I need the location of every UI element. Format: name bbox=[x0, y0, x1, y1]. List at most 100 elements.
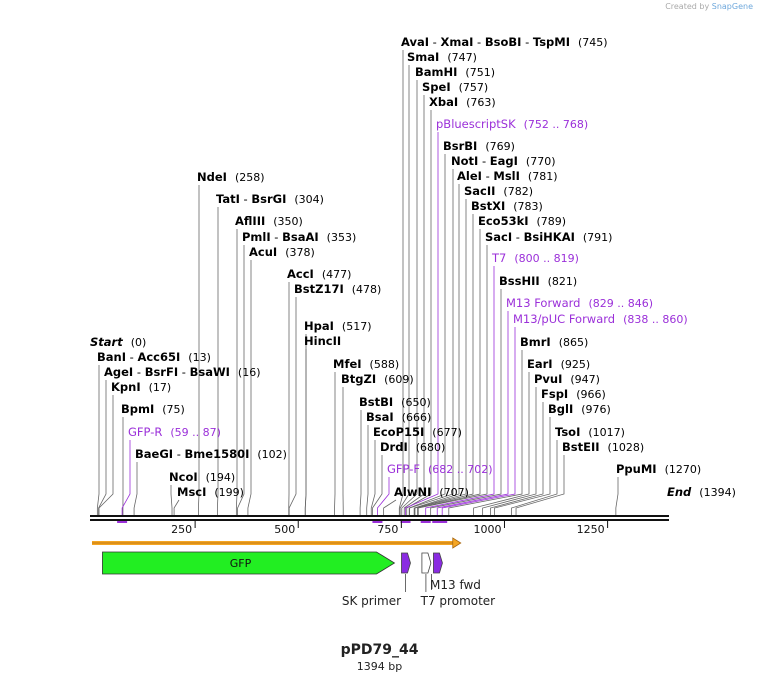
label-name: PvuI bbox=[534, 372, 562, 386]
label-name: TspMI bbox=[533, 35, 570, 49]
sk-primer-feature bbox=[401, 552, 411, 574]
leader-line bbox=[198, 185, 200, 516]
site-label-bsrbi: BsrBI(769) bbox=[443, 139, 515, 153]
label-name: BsoBI bbox=[485, 35, 522, 49]
leader-line bbox=[436, 311, 509, 516]
leader-line bbox=[482, 387, 537, 516]
label-name: HpaI bbox=[304, 319, 334, 333]
site-label-bstbi: BstBI(650) bbox=[359, 395, 431, 409]
t7-promoter-feature bbox=[421, 552, 432, 574]
site-labels: AvaI - XmaI - BsoBI - TspMI(745)SmaI(747… bbox=[90, 35, 736, 499]
label-separator: - bbox=[271, 230, 282, 244]
site-label-ncoi: NcoI(194) bbox=[169, 470, 235, 484]
label-name: AcuI bbox=[249, 245, 277, 259]
leader-line bbox=[216, 207, 219, 516]
site-label-gfp-r: GFP-R (59 .. 87) bbox=[128, 425, 221, 439]
sk-primer-label: SK primer bbox=[342, 594, 401, 608]
leader-line bbox=[173, 499, 180, 516]
leader-line bbox=[366, 425, 369, 516]
label-name: BaeGI bbox=[135, 447, 173, 461]
label-position: (745) bbox=[578, 36, 608, 49]
gfp-feature-arrow bbox=[102, 551, 396, 575]
label-name: BsaAI bbox=[282, 230, 319, 244]
label-name: XbaI bbox=[429, 95, 458, 109]
leader-line bbox=[448, 350, 523, 516]
leader-line bbox=[515, 455, 565, 516]
label-separator: - bbox=[521, 35, 532, 49]
label-name: BmrI bbox=[520, 335, 551, 349]
site-label-m13-puc-forward: M13/pUC Forward (838 .. 860) bbox=[513, 312, 688, 326]
label-position: (75) bbox=[162, 403, 185, 416]
label-name: Eco53kI bbox=[478, 214, 529, 228]
label-name: EcoP15I bbox=[373, 425, 424, 439]
leader-line bbox=[441, 327, 516, 516]
site-label-btgzi: BtgZI(609) bbox=[341, 372, 414, 386]
label-separator: - bbox=[240, 192, 251, 206]
label-position: (680) bbox=[416, 441, 446, 454]
label-name: BsrFI bbox=[145, 365, 178, 379]
label-position: (829 .. 846) bbox=[588, 297, 653, 310]
label-position: (1270) bbox=[665, 463, 702, 476]
label-position: (609) bbox=[384, 373, 414, 386]
label-name: MslI bbox=[493, 169, 520, 183]
label-name: MscI bbox=[177, 485, 206, 499]
label-position: (838 .. 860) bbox=[623, 313, 688, 326]
label-position: (682 .. 702) bbox=[428, 463, 493, 476]
site-label-bamhi: BamHI(751) bbox=[415, 65, 495, 79]
label-separator: - bbox=[473, 35, 484, 49]
leader-line bbox=[408, 154, 446, 516]
label-position: (0) bbox=[131, 336, 147, 349]
label-name: BsrBI bbox=[443, 139, 477, 153]
leader-line bbox=[490, 402, 544, 516]
label-name: M13/pUC Forward bbox=[513, 312, 615, 326]
ruler-tick-label: 250 bbox=[171, 523, 192, 536]
label-separator: - bbox=[482, 169, 493, 183]
label-name: Start bbox=[90, 335, 123, 349]
site-label-spei: SpeI(757) bbox=[422, 80, 488, 94]
label-name: GFP-F bbox=[387, 462, 420, 476]
label-name: BssHII bbox=[499, 274, 540, 288]
leader-line bbox=[370, 440, 376, 516]
leader-line bbox=[96, 365, 100, 516]
site-label-ndei: NdeI(258) bbox=[197, 170, 265, 184]
plasmid-length: 1394 bp bbox=[356, 660, 403, 673]
label-name: BglI bbox=[548, 402, 573, 416]
site-label-hincii: HincII bbox=[304, 334, 341, 348]
label-name: EarI bbox=[527, 357, 553, 371]
leader-line bbox=[414, 199, 467, 516]
label-name: GFP-R bbox=[128, 425, 162, 439]
leader-line bbox=[133, 462, 138, 516]
label-position: (782) bbox=[503, 185, 533, 198]
orf-arrow-head bbox=[452, 537, 462, 549]
site-label-eari: EarI(925) bbox=[527, 357, 590, 371]
label-position: (783) bbox=[513, 200, 543, 213]
leader-line bbox=[414, 214, 474, 516]
label-position: (1028) bbox=[608, 441, 645, 454]
site-label-gfp-f: GFP-F (682 .. 702) bbox=[387, 462, 493, 476]
label-name: pBluescriptSK bbox=[436, 117, 516, 131]
label-name: SpeI bbox=[422, 80, 451, 94]
label-name: SacII bbox=[464, 184, 495, 198]
m13-fwd-feature bbox=[433, 552, 443, 574]
ruler-tick-label: 1250 bbox=[577, 523, 605, 536]
leader-line bbox=[170, 485, 173, 516]
label-separator: - bbox=[173, 447, 184, 461]
site-label-tsoi: TsoI(1017) bbox=[555, 425, 625, 439]
site-label-pvui: PvuI(947) bbox=[534, 372, 600, 386]
label-position: (13) bbox=[188, 351, 211, 364]
site-label-bsshii: BssHII(821) bbox=[499, 274, 577, 288]
label-position: (353) bbox=[327, 231, 357, 244]
leader-line bbox=[377, 477, 390, 516]
label-position: (1017) bbox=[588, 426, 625, 439]
site-label-saci: SacI - BsiHKAI(791) bbox=[485, 230, 612, 244]
label-position: (865) bbox=[559, 336, 589, 349]
leader-line bbox=[359, 410, 362, 516]
site-label-bsai: BsaI(666) bbox=[366, 410, 431, 424]
site-label-afliii: AflIII(350) bbox=[235, 214, 303, 228]
label-position: (59 .. 87) bbox=[170, 426, 221, 439]
leader-line bbox=[235, 229, 238, 516]
plasmid-name: pPD79_44 bbox=[340, 642, 419, 658]
site-label-sacii: SacII (782) bbox=[464, 184, 533, 198]
label-separator: - bbox=[512, 230, 523, 244]
